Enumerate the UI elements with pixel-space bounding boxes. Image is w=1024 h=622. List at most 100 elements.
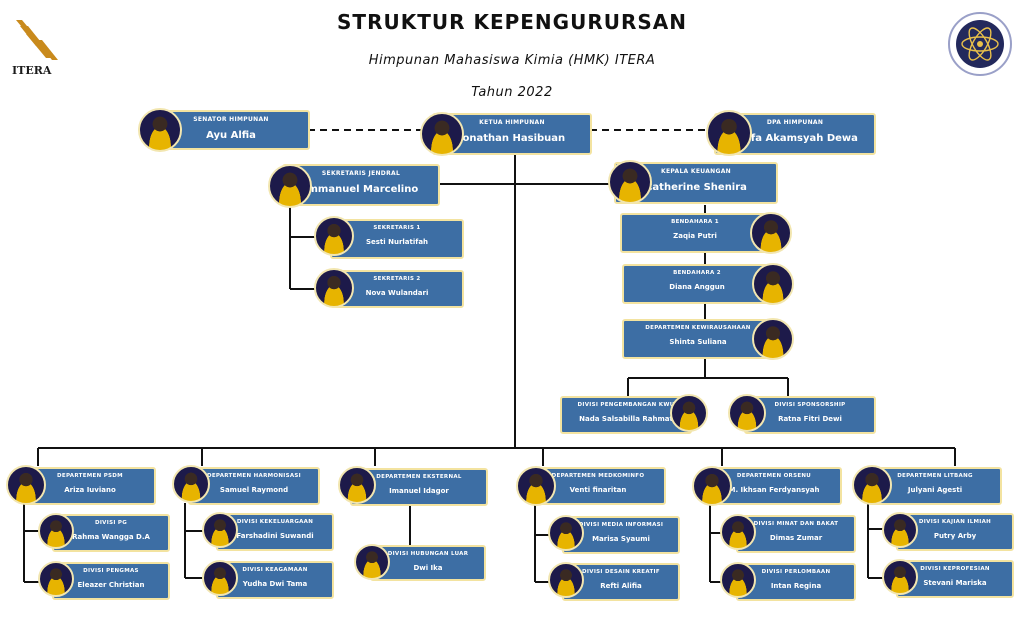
node-name: Stevani Mariska [923, 579, 987, 587]
avatar [202, 560, 238, 596]
node-role: SEKRETARIS 1 [373, 225, 421, 231]
node-divisi-sponsorship: DIVISI SPONSORSHIP Ratna Fitri Dewi [744, 396, 876, 434]
node-role: DIVISI PENGMAS [83, 568, 139, 574]
node-role: DEPARTEMEN KEWIRAUSAHAAN [645, 325, 751, 331]
hmk-logo [948, 12, 1012, 76]
node-name: Eleazer Christian [77, 581, 145, 589]
node-role: DIVISI PG [94, 520, 128, 526]
avatar [314, 268, 354, 308]
node-divisi-pengembangan-kwu: DIVISI PENGEMBANGAN KWU Nada Salsabilla … [560, 396, 692, 434]
node-divisi-minat-dan-bakat: DIVISI MINAT DAN BAKAT Dimas Zumar [736, 515, 856, 553]
avatar [750, 212, 792, 254]
avatar [692, 466, 732, 506]
node-senator-himpunan: SENATOR HIMPUNAN Ayu Alfia [152, 110, 310, 150]
avatar [314, 216, 354, 256]
itera-logo-mark [16, 20, 58, 60]
node-name: Julyani Agesti [907, 486, 963, 494]
avatar [752, 318, 794, 360]
node-name: Nova Wulandari [365, 289, 429, 297]
node-name: Diana Anggun [669, 283, 725, 291]
node-role: DEPARTEMEN HARMONISASI [206, 473, 302, 479]
node-departemen-kewirausahaan: DEPARTEMEN KEWIRAUSAHAAN Shinta Suliana [622, 319, 774, 359]
node-divisi-pengmas: DIVISI PENGMAS Eleazer Christian [52, 562, 170, 600]
avatar [516, 466, 556, 506]
node-role: SEKRETARIS JENDRAL [321, 170, 401, 177]
node-role: DEPARTEMEN LITBANG [897, 473, 973, 479]
node-name: Refti Alifia [600, 582, 642, 590]
node-role: DIVISI KEKELUARGAAN [236, 519, 314, 525]
node-bendahara-2: BENDAHARA 2 Diana Anggun [622, 264, 772, 304]
node-name: Farshadini Suwandi [236, 532, 314, 540]
node-name: Sesti Nurlatifah [365, 238, 429, 246]
avatar [706, 110, 752, 156]
node-role: KEPALA KEUANGAN [661, 168, 731, 175]
node-sekretaris-2: SEKRETARIS 2 Nova Wulandari [330, 270, 464, 308]
node-role: DPA HIMPUNAN [766, 119, 824, 126]
avatar [6, 465, 46, 505]
node-name: Dimas Zumar [769, 534, 823, 542]
node-role: BENDAHARA 1 [671, 219, 719, 225]
avatar [720, 514, 756, 550]
atom-icon [956, 20, 1004, 68]
node-role: DIVISI HUBUNGAN LUAR [387, 551, 469, 557]
node-departemen-psdm: DEPARTEMEN PSDM Ariza Iuviano [24, 467, 156, 505]
node-role: DIVISI KEAGAMAAN [242, 567, 308, 573]
node-name: Immanuel Marcelino [303, 184, 419, 195]
avatar [354, 544, 390, 580]
node-name: Rahma Wangga D.A [72, 533, 150, 541]
node-role: DIVISI MINAT DAN BAKAT [753, 521, 839, 527]
avatar [608, 160, 652, 204]
node-name: Dwi Ika [413, 564, 443, 572]
avatar [548, 515, 584, 551]
avatar [38, 561, 74, 597]
node-name: Marisa Syaumi [592, 535, 650, 543]
avatar [548, 562, 584, 598]
avatar [172, 465, 210, 503]
node-role: DEPARTEMEN ORSENU [736, 473, 812, 479]
node-role: DEPARTEMEN EKSTERNAL [376, 474, 462, 480]
node-name: Catherine Shenira [645, 182, 747, 193]
node-divisi-perlombaan: DIVISI PERLOMBAAN Intan Regina [736, 563, 856, 601]
itera-logo: ITERA [10, 18, 66, 80]
node-bendahara-1: BENDAHARA 1 Zaqia Putri [620, 213, 770, 253]
node-role: BENDAHARA 2 [673, 270, 721, 276]
avatar [420, 112, 464, 156]
node-name: Venti finaritan [569, 486, 627, 494]
node-role: DIVISI DESAIN KREATIF [582, 569, 660, 575]
page-year: Tahun 2022 [471, 85, 553, 100]
avatar [882, 512, 918, 548]
node-role: DIVISI KAJIAN ILMIAH [918, 519, 992, 525]
node-name: Yudha Dwi Tama [242, 580, 308, 588]
node-name: Imanuel Idagor [389, 487, 449, 495]
page-title: STRUKTUR KEPENGURURSAN [337, 10, 687, 34]
node-role: DIVISI PERLOMBAAN [761, 569, 831, 575]
avatar [38, 513, 74, 549]
node-role: DEPARTEMEN PSDM [57, 473, 123, 479]
avatar [268, 164, 312, 208]
avatar [720, 562, 756, 598]
node-role: DEPARTEMEN MEDKOMINFO [551, 473, 645, 479]
node-name: Putry Arby [933, 532, 977, 540]
node-role: SEKRETARIS 2 [373, 276, 421, 282]
node-role: DIVISI SPONSORSHIP [774, 402, 846, 408]
node-role: KETUA HIMPUNAN [479, 119, 545, 126]
node-name: Jonathan Hasibuan [458, 133, 566, 144]
avatar [138, 108, 182, 152]
avatar [338, 466, 376, 504]
node-name: Daffa Akamsyah Dewa [732, 133, 858, 144]
avatar [670, 394, 708, 432]
avatar [852, 465, 892, 505]
avatar [728, 394, 766, 432]
node-role: DIVISI MEDIA INFORMASI [578, 522, 664, 528]
node-role: SENATOR HIMPUNAN [193, 116, 269, 123]
node-name: Ratna Fitri Dewi [778, 415, 842, 423]
node-role: DIVISI KEPROFESIAN [920, 566, 990, 572]
itera-logo-text: ITERA [12, 64, 52, 77]
node-name: Ariza Iuviano [64, 486, 116, 494]
node-name: Zaqia Putri [673, 232, 717, 240]
page-subtitle: Himpunan Mahasiswa Kimia (HMK) ITERA [368, 53, 656, 68]
node-name: Nada Salsabilla Rahmat [579, 415, 673, 423]
avatar [202, 512, 238, 548]
avatar [882, 559, 918, 595]
node-name: Shinta Suliana [669, 338, 727, 346]
